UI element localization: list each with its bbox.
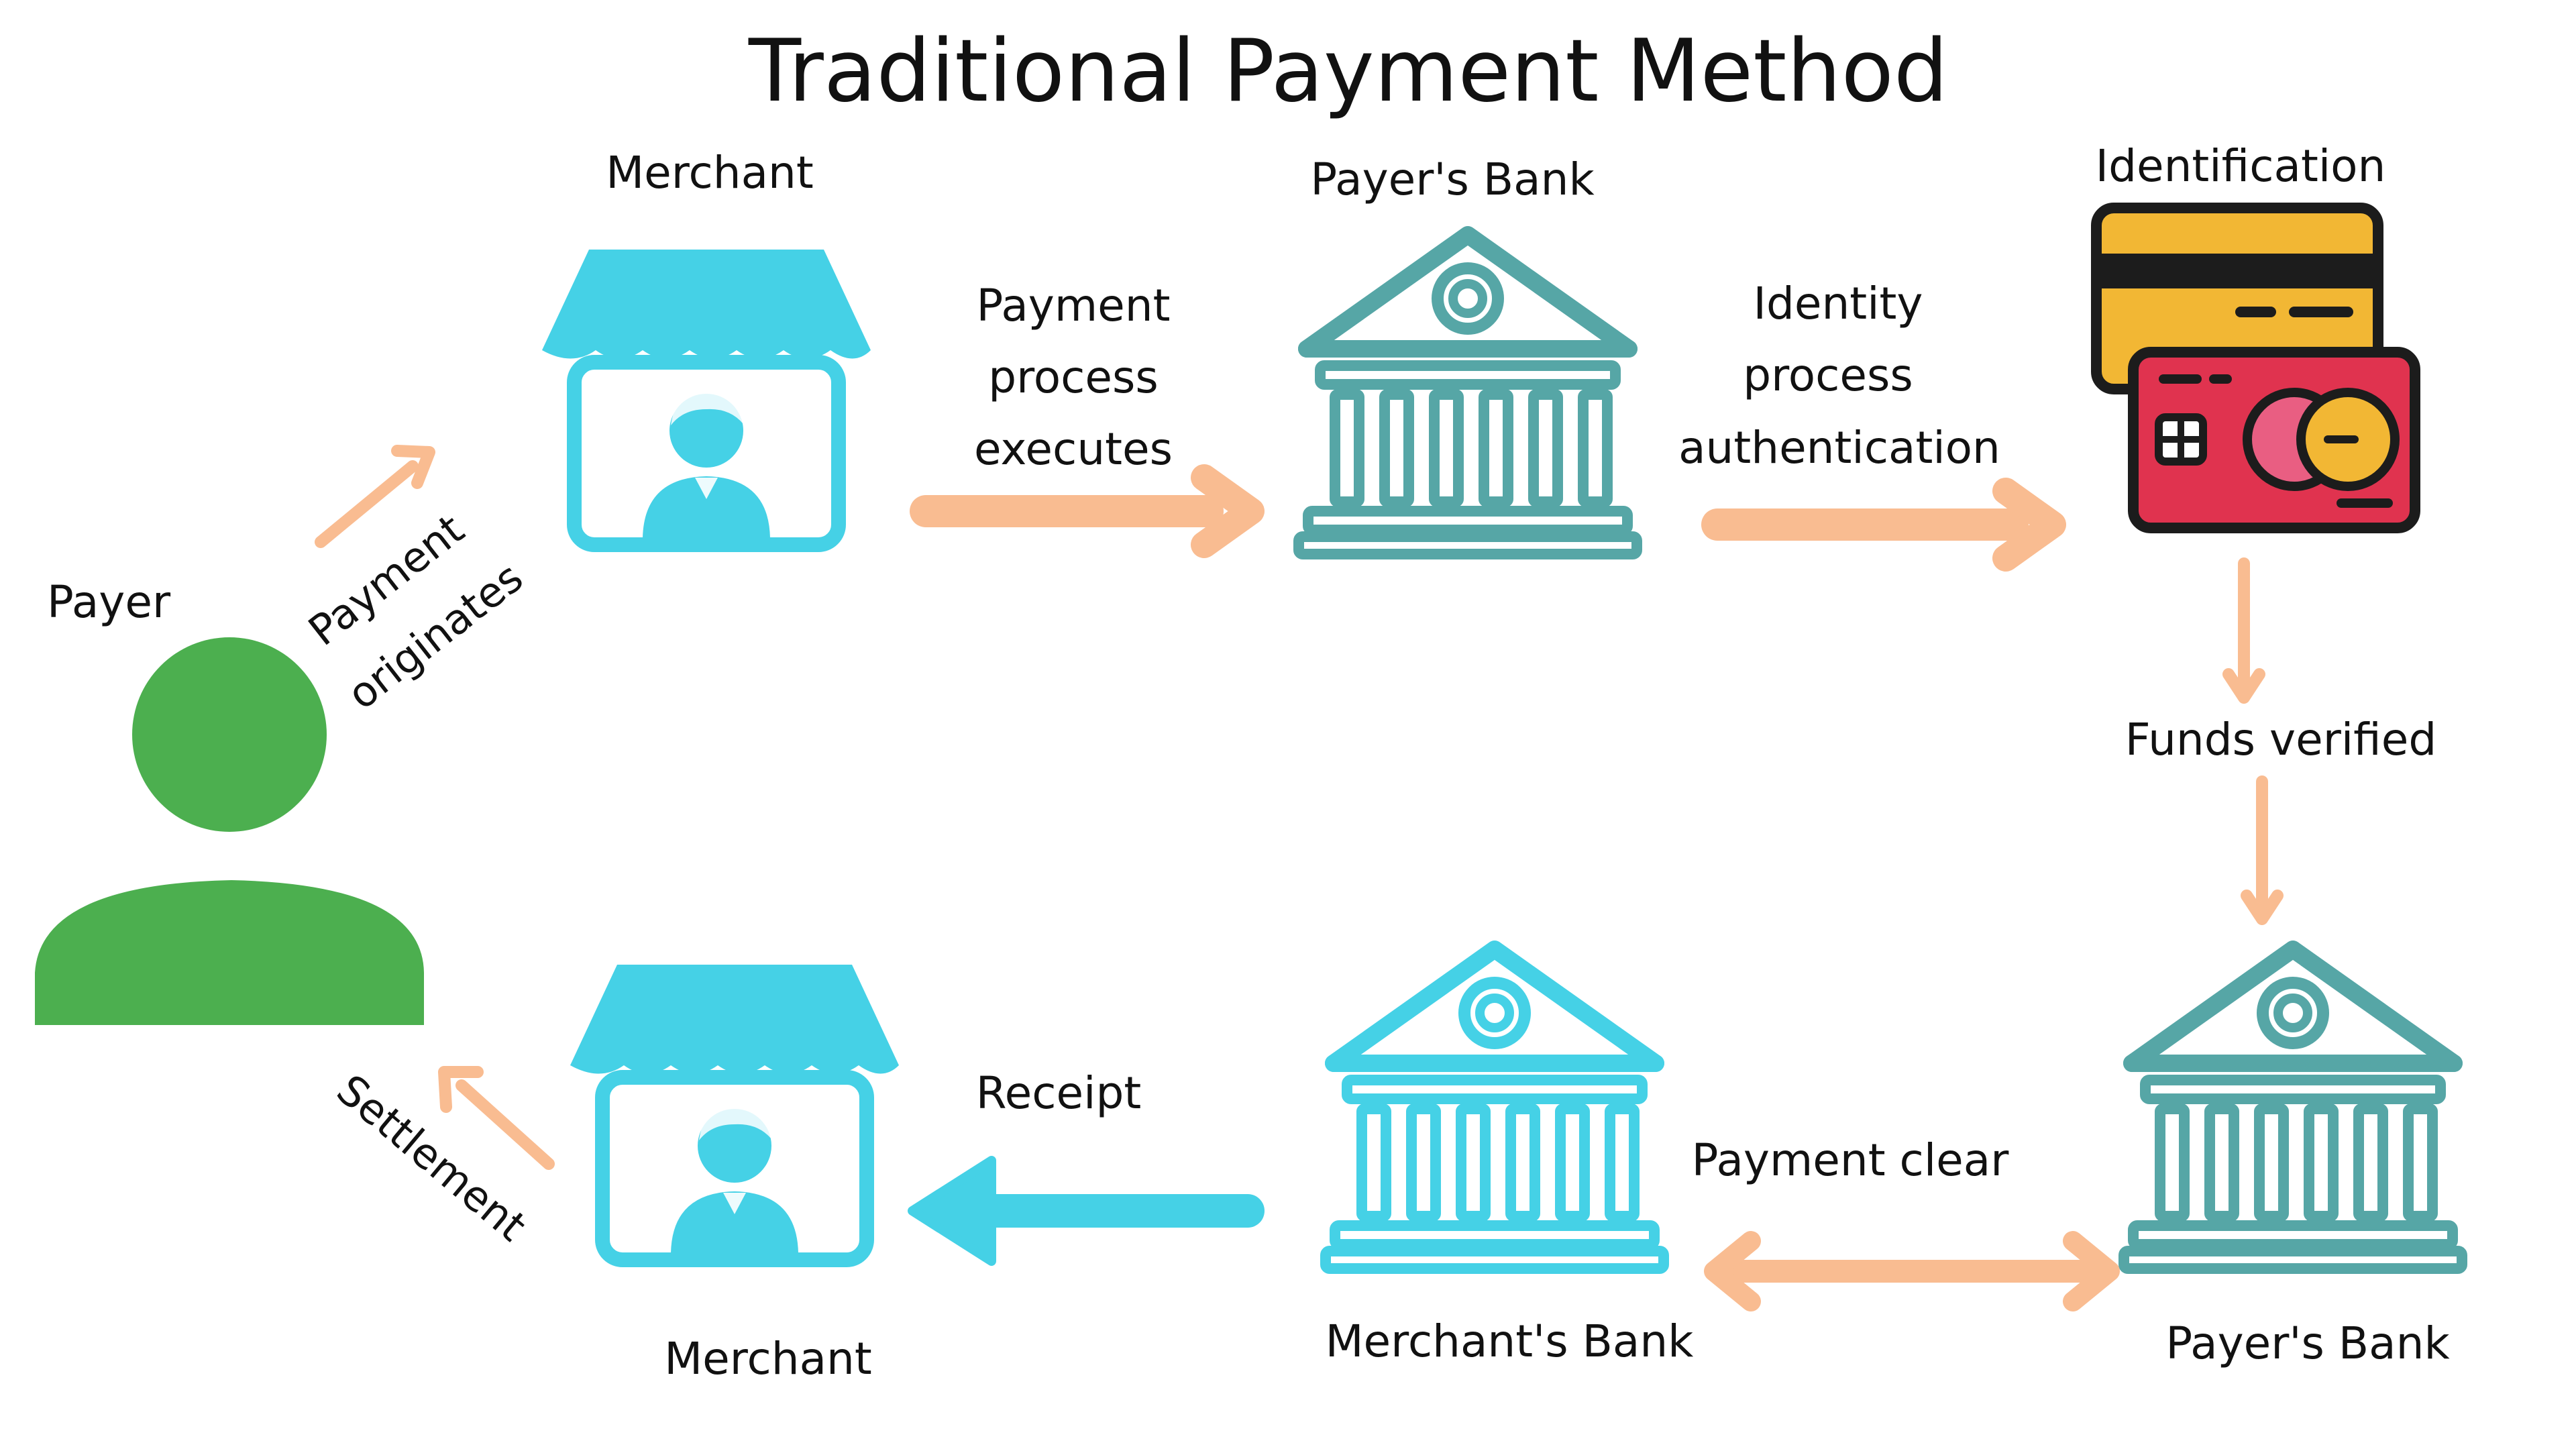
receipt-label: Receipt [976,1067,1142,1119]
merchant-bottom-node: Merchant [570,965,899,1385]
merchant-top-label: Merchant [606,147,814,199]
identification-label: Identification [2096,140,2386,192]
payers-bank-top-node: Payer's Bank [1299,154,1637,554]
edge-payment-process: Payment process executes [910,280,1265,558]
payers-bank-bottom-node: Payer's Bank [2124,949,2462,1369]
arrow-head-icon [438,1066,484,1113]
settlement-label: Settlement [327,1065,535,1251]
payers-bank-top-label: Payer's Bank [1310,154,1595,205]
payment-clear-label: Payment clear [1692,1134,2010,1186]
arrow-head-icon [908,1156,996,1266]
identity-process-line2: process [1743,350,1913,401]
arrow-head-icon [2241,890,2284,925]
store-icon [570,965,899,1260]
merchants-bank-label: Merchant's Bank [1326,1316,1695,1367]
bank-icon [1326,949,1664,1269]
edge-identity-process: Identity process authentication [1678,278,2066,572]
funds-verified-label: Funds verified [2125,714,2436,765]
edge-funds-verified: Funds verified [2125,557,2436,925]
edge-payment-clear: Payment clear [1692,1134,2120,1311]
edge-payment-originates: Payment originates [299,445,532,719]
identity-process-line1: Identity [1754,278,1923,329]
merchant-top-node: Merchant [542,147,871,545]
edge-receipt: Receipt [908,1067,1265,1266]
arrow-head-icon [1992,478,2066,572]
bank-icon [2124,949,2462,1269]
payers-bank-bottom-label: Payer's Bank [2165,1318,2450,1369]
merchants-bank-node: Merchant's Bank [1326,949,1695,1367]
store-icon [542,250,871,545]
arrow-head-icon [391,445,435,489]
arrow-head-icon [2222,668,2265,704]
payer-node: Payer [35,576,424,1025]
cards-icon [2091,203,2420,533]
payment-process-line3: executes [974,423,1173,475]
arrow-head-icon [1191,464,1265,558]
payer-label: Payer [47,576,171,628]
identity-process-line3: authentication [1678,422,2000,474]
identification-node: Identification [2091,140,2420,533]
merchant-bottom-label: Merchant [664,1333,872,1385]
bank-icon [1299,235,1637,554]
arrow-head-icon [1704,1231,1761,1311]
payment-process-line2: process [988,352,1159,403]
edge-settlement: Settlement [327,1065,555,1251]
diagram-title: Traditional Payment Method [748,21,1948,121]
person-icon [35,637,424,1025]
arrow-head-icon [2063,1231,2120,1311]
payment-process-line1: Payment [977,280,1171,331]
